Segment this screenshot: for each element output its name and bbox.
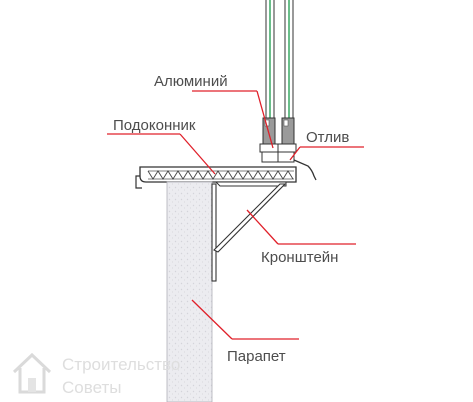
house-logo-icon <box>12 352 52 394</box>
leader-parapet <box>191 299 233 340</box>
leader-lines <box>107 90 364 340</box>
parapet-wall <box>166 181 213 402</box>
label-bracket: Кронштейн <box>261 249 338 266</box>
drip <box>293 159 317 181</box>
aluminum-profile <box>259 117 297 163</box>
label-parapet: Парапет <box>227 348 286 365</box>
window-sill <box>135 166 297 189</box>
watermark-line2: Советы <box>62 378 121 397</box>
watermark-line1: Строительство <box>62 355 180 374</box>
label-drip: Отлив <box>306 129 349 146</box>
watermark: Строительство Советы <box>12 352 180 397</box>
bracket <box>211 181 287 282</box>
window-frame <box>265 0 294 118</box>
label-aluminum: Алюминий <box>154 73 228 90</box>
leader-bracket <box>246 209 279 245</box>
label-sill: Подоконник <box>113 117 196 134</box>
